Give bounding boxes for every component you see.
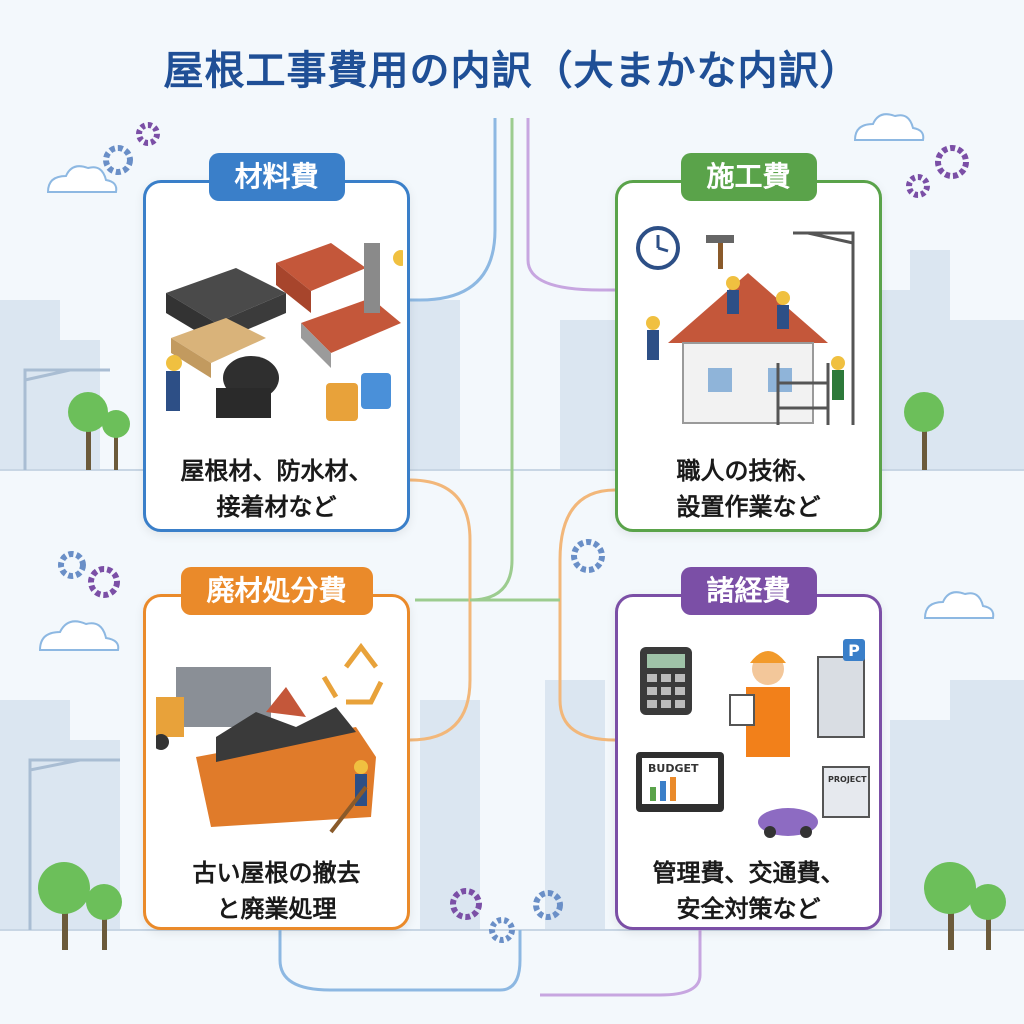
materials-illustration <box>166 243 403 421</box>
card-desc-line: 設置作業など <box>676 493 821 521</box>
tree-icon <box>38 392 1006 950</box>
card-materials: 材料費 屋根材、防水材、 接着材など <box>143 153 410 532</box>
budget-text: BUDGET <box>648 762 699 775</box>
card-desc-line: 接着材など <box>216 493 337 521</box>
card-desc-line: 古い屋根の撤去 <box>192 859 361 887</box>
hammer-icon <box>706 235 734 243</box>
card-desc-line: 安全対策など <box>676 895 821 923</box>
connector-lines <box>278 118 702 997</box>
card-desc-line: 管理費、交通費、 <box>652 859 845 887</box>
card-label-disposal: 廃材処分費 <box>180 567 373 615</box>
disposal-illustration <box>156 642 384 834</box>
card-labor: 施工費 職人の技術、 設置作業など <box>615 153 882 532</box>
card-overhead: 諸経費 P BUDGET PROJECT 管理費、交通費、 安全対策など <box>615 567 882 930</box>
gear-icon <box>58 122 969 943</box>
card-desc-disposal: 古い屋根の撤去 と廃業処理 <box>146 855 407 927</box>
card-label-labor: 施工費 <box>680 153 817 201</box>
labor-illustration <box>636 226 855 425</box>
card-desc-materials: 屋根材、防水材、 接着材など <box>146 453 407 525</box>
card-desc-line: 職人の技術、 <box>676 457 821 485</box>
project-text: PROJECT <box>828 775 867 784</box>
city-skyline <box>0 250 1024 930</box>
cloud-icon <box>38 113 995 651</box>
crane-icon <box>23 368 120 930</box>
card-disposal: 廃材処分費 古い屋根の撤去 と廃業処理 <box>143 567 410 930</box>
parking-sign-text: P <box>848 641 860 660</box>
card-desc-labor: 職人の技術、 設置作業など <box>618 453 879 525</box>
card-desc-line: 屋根材、防水材、 <box>180 457 373 485</box>
card-desc-overhead: 管理費、交通費、 安全対策など <box>618 855 879 927</box>
card-label-materials: 材料費 <box>208 153 345 201</box>
overhead-illustration: P BUDGET PROJECT <box>636 639 870 838</box>
page-title: 屋根工事費用の内訳（大まかな内訳） <box>163 48 861 94</box>
card-desc-line: と廃業処理 <box>216 895 337 923</box>
recycle-icon <box>321 642 384 705</box>
card-label-overhead: 諸経費 <box>680 567 817 615</box>
